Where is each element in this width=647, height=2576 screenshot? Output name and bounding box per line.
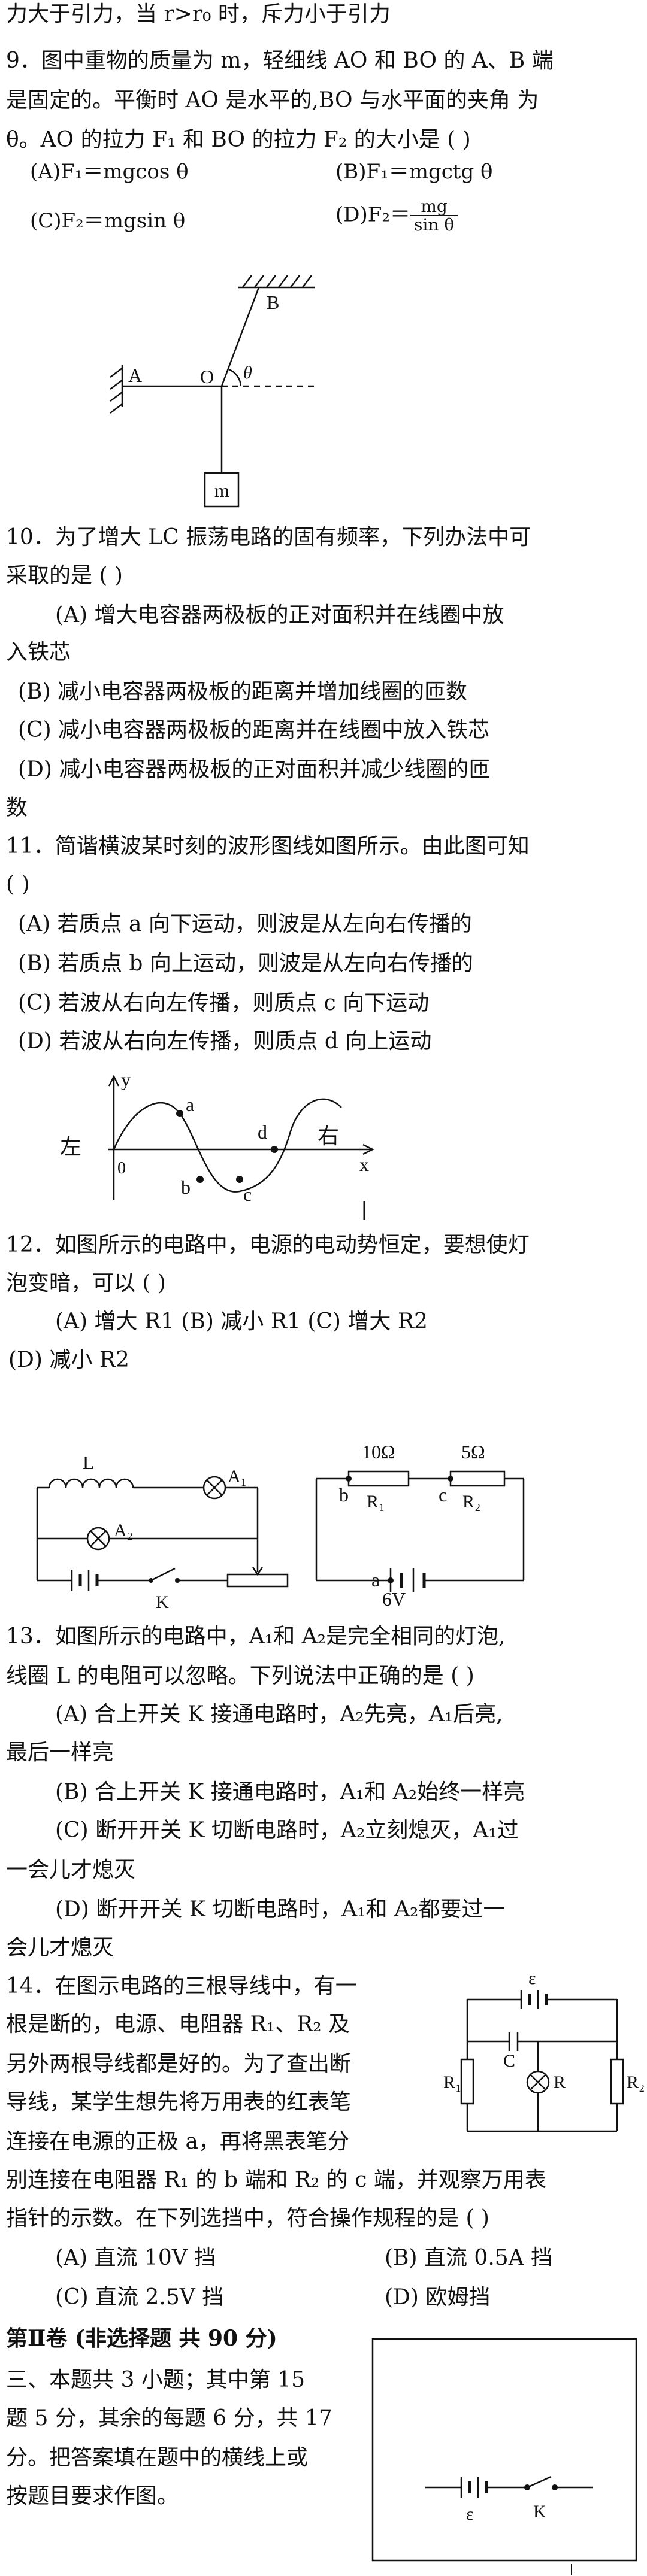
q14-stem-line: 另外两根导线都是好的。为了查出断 (6, 2052, 352, 2076)
point-c (236, 1176, 243, 1183)
figure-q11-waveform: y x 左 右 0 a b c d (60, 1069, 374, 1220)
label-r2: R₂ (627, 2073, 645, 2092)
q14-stem-line: 指针的示数。在下列选挡中，符合操作规程的是 ( ) (6, 2206, 489, 2231)
q11-option-d: (D) 若波从右向左传播，则质点 d 向上运动 (18, 1029, 432, 1054)
label-o: O (200, 366, 214, 387)
label-l: L (83, 1452, 95, 1473)
figure-q14-circuit: ε C R₁ R R₂ (443, 1968, 645, 2132)
label-emf: 6V (382, 1588, 406, 1610)
q10-stem-line: 10．为了增大 LC 振荡电路的固有频率，下列办法中可 (6, 525, 531, 550)
q10-option-d-cont: 数 (6, 796, 28, 820)
section-instruction: 按题目要求作图。 (6, 2484, 179, 2508)
label-r2: R₂ (462, 1492, 480, 1512)
label-d: d (258, 1121, 267, 1143)
q12-stem-line: 12．如图所示的电路中，电源的电动势恒定，要想使灯 (6, 1233, 530, 1257)
figure-q13-circuit: L A₁ A₂ K (36, 1452, 289, 1612)
q11-stem-line: ( ) (6, 872, 30, 897)
label-c: C (503, 2051, 515, 2071)
label-a1: A₁ (228, 1467, 247, 1486)
section-instruction: 题 5 分，其余的每题 6 分，共 17 (6, 2406, 332, 2431)
label-emf: ε (528, 1968, 536, 1988)
text-line: 力大于引力，当 r>r₀ 时，斥力小于引力 (6, 2, 391, 26)
q11-stem-line: 11．简谐横波某时刻的波形图线如图所示。由此图可知 (6, 834, 530, 858)
q9-stem-line: 是固定的。平衡时 AO 是水平的,BO 与水平面的夹角 为 (6, 88, 539, 113)
label-k: K (533, 2502, 546, 2522)
q14-stem-line: 导线，某学生想先将万用表的红表笔 (6, 2090, 352, 2114)
point-d (271, 1146, 278, 1153)
q13-option-c-cont: 一会儿才熄灭 (6, 1858, 136, 1882)
q14-option-c: (C) 直流 2.5V 挡 (55, 2285, 224, 2310)
q14-stem-line: 14．在图示电路的三根导线中，有一 (6, 1974, 357, 1998)
q10-option-d: (D) 减小电容器两极板的正对面积并减少线圈的匝 (18, 757, 491, 782)
r2-value: 5Ω (461, 1441, 485, 1463)
label-r1: R₁ (443, 2073, 461, 2092)
q12-stem-line: 泡变暗，可以 ( ) (6, 1271, 166, 1295)
figure-q12-circuit: 10Ω 5Ω b c R₁ R₂ a 6V (315, 1441, 525, 1610)
label-a: A (128, 365, 142, 386)
label-c: c (439, 1484, 447, 1506)
point-b (196, 1176, 204, 1183)
figure-q15-answer-box: ε K (371, 2338, 637, 2575)
label-b: b (181, 1176, 191, 1198)
label-a2: A₂ (114, 1521, 133, 1540)
q14-stem-line: 别连接在电阻器 R₁ 的 b 端和 R₂ 的 c 端，并观察万用表 (6, 2168, 546, 2192)
q11-option-b: (B) 若质点 b 向上运动，则波是从左向右传播的 (18, 951, 473, 976)
q13-option-d-cont: 会儿才熄灭 (6, 1935, 114, 1960)
label-c: c (243, 1184, 252, 1205)
label-right: 右 (318, 1124, 339, 1148)
label-a: a (186, 1094, 194, 1115)
q13-option-b: (B) 合上开关 K 接通电路时，A₁和 A₂始终一样亮 (55, 1780, 525, 1804)
q10-option-a: (A) 增大电容器两极板的正对面积并在线圈中放 (55, 603, 504, 627)
axis-y-label: y (121, 1069, 131, 1090)
figure-q9-hanging-mass: B A O θ m (110, 275, 318, 508)
section-instruction: 三、本题共 3 小题；其中第 15 (6, 2368, 306, 2392)
q14-stem-line: 连接在电源的正极 a，再将黑表笔分 (6, 2129, 349, 2154)
label-r1: R₁ (367, 1492, 385, 1512)
point-a (176, 1110, 183, 1117)
q13-option-a: (A) 合上开关 K 接通电路时，A₂先亮，A₁后亮, (55, 1702, 503, 1727)
section-instruction: 分。把答案填在题中的横线上或 (6, 2445, 309, 2470)
label-r: R (554, 2073, 566, 2092)
q13-stem-line: 13．如图所示的电路中，A₁和 A₂是完全相同的灯泡, (6, 1624, 506, 1649)
q12-option-d: (D) 减小 R2 (8, 1348, 129, 1372)
q10-stem-line: 采取的是 ( ) (6, 563, 123, 588)
label-left: 左 (60, 1135, 81, 1159)
q13-option-c: (C) 断开开关 K 切断电路时，A₂立刻熄灭，A₁过 (55, 1818, 519, 1843)
q11-option-a: (A) 若质点 a 向下运动，则波是从左向右传播的 (18, 912, 472, 936)
q10-option-b: (B) 减小电容器两极板的距离并增加线圈的匝数 (18, 679, 467, 704)
q14-option-a: (A) 直流 10V 挡 (55, 2246, 216, 2270)
q14-option-d: (D) 欧姆挡 (385, 2285, 491, 2310)
section-heading: 第Ⅱ卷 (非选择题 共 90 分) (6, 2326, 277, 2351)
label-b: b (339, 1484, 349, 1506)
origin-label: 0 (117, 1159, 126, 1178)
q12-options: (A) 增大 R1 (B) 减小 R1 (C) 增大 R2 (55, 1309, 428, 1334)
label-emf: ε (466, 2504, 474, 2524)
q10-option-a-cont: 入铁芯 (6, 640, 71, 665)
q10-option-c: (C) 减小电容器两极板的距离并在线圈中放入铁芯 (18, 718, 490, 742)
label-k: K (156, 1592, 169, 1612)
q13-option-a-cont: 最后一样亮 (6, 1740, 114, 1765)
q9-option-b: (B)F₁＝mgctg θ (335, 160, 493, 184)
q13-stem-line: 线圈 L 的电阻可以忽略。下列说法中正确的是 ( ) (6, 1664, 474, 1688)
label-a: a (371, 1569, 380, 1591)
axis-x-label: x (359, 1154, 369, 1175)
q9-option-c: (C)F₂＝mgsin θ (30, 209, 186, 233)
q9-stem-line: θ。AO 的拉力 F₁ 和 BO 的拉力 F₂ 的大小是 ( ) (6, 128, 471, 152)
q14-option-b: (B) 直流 0.5A 挡 (385, 2246, 553, 2270)
label-m: m (214, 480, 229, 501)
q11-option-c: (C) 若波从右向左传播，则质点 c 向下运动 (18, 991, 430, 1015)
q9-stem-line: 9．图中重物的质量为 m，轻细线 AO 和 BO 的 A、B 端 (6, 48, 554, 73)
label-b: B (267, 292, 279, 313)
q13-option-d: (D) 断开开关 K 切断电路时，A₁和 A₂都要过一 (55, 1897, 505, 1922)
q14-stem-line: 根是断的，电源、电阻器 R₁、R₂ 及 (6, 2012, 350, 2037)
label-theta: θ (243, 363, 252, 383)
q9-option-a: (A)F₁＝mgcos θ (30, 160, 189, 184)
r1-value: 10Ω (362, 1441, 395, 1463)
